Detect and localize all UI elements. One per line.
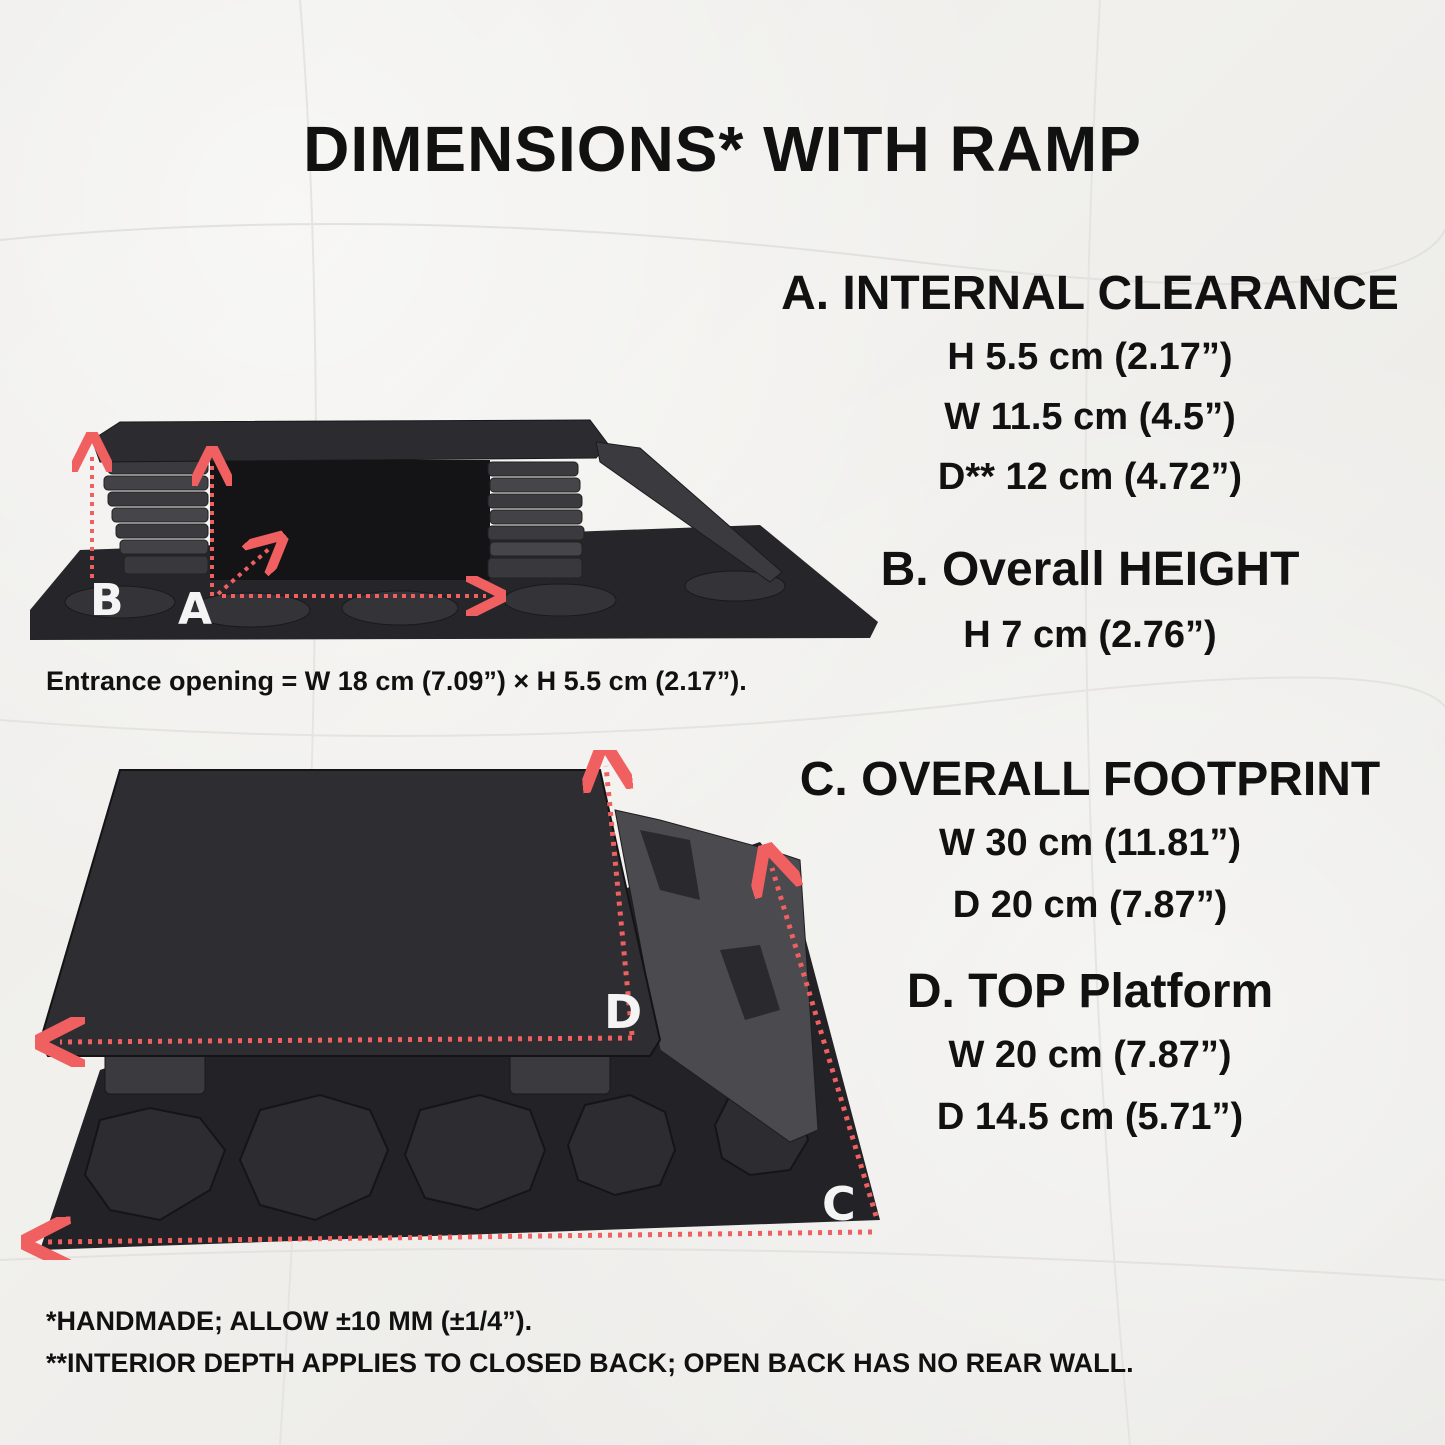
ramp-stone bbox=[720, 945, 780, 1020]
ramp-stone bbox=[640, 830, 700, 900]
perspective-view-illustration: D C bbox=[0, 750, 880, 1260]
label-b: B bbox=[90, 575, 124, 626]
left-pillar bbox=[103, 459, 209, 575]
roof-slab bbox=[91, 419, 609, 463]
section-a-line-2: W 11.5 cm (4.5”) bbox=[944, 396, 1236, 438]
depth-arrow-c bbox=[772, 868, 879, 1217]
label-c: C bbox=[822, 1177, 856, 1231]
section-d-heading: D. TOP Platform bbox=[906, 965, 1274, 1018]
stepping-stone bbox=[684, 570, 786, 602]
stepping-stone bbox=[64, 585, 176, 619]
section-a-line-1: H 5.5 cm (2.17”) bbox=[947, 336, 1233, 378]
label-d: D bbox=[604, 985, 642, 1039]
section-b-heading: B. Overall HEIGHT bbox=[880, 543, 1300, 596]
top-platform bbox=[38, 769, 662, 1057]
footnote-2: **INTERIOR DEPTH APPLIES TO CLOSED BACK;… bbox=[46, 1348, 1134, 1378]
footnote-1: *HANDMADE; ALLOW ±10 MM (±1/4”). bbox=[46, 1306, 533, 1336]
stepping-stone bbox=[341, 590, 459, 626]
section-d-line-1: W 20 cm (7.87”) bbox=[948, 1034, 1232, 1076]
stepping-stone bbox=[503, 583, 617, 617]
depth-arrow-a bbox=[216, 548, 270, 596]
side-view-illustration: B A bbox=[30, 419, 878, 640]
section-a-heading: A. INTERNAL CLEARANCE bbox=[781, 267, 1399, 320]
stepping-stone bbox=[189, 592, 311, 628]
page-title: DIMENSIONS* WITH RAMP bbox=[303, 113, 1142, 185]
section-a-line-3: D** 12 cm (4.72”) bbox=[937, 456, 1243, 498]
section-c-line-1: W 30 cm (11.81”) bbox=[938, 822, 1242, 864]
section-c-heading: C. OVERALL FOOTPRINT bbox=[799, 753, 1381, 806]
right-pillar bbox=[487, 461, 585, 579]
label-a: A bbox=[178, 584, 212, 635]
section-b-line-1: H 7 cm (2.76”) bbox=[963, 614, 1217, 656]
section-d-line-2: D 14.5 cm (5.71”) bbox=[936, 1096, 1244, 1138]
width-arrow-c bbox=[46, 1232, 873, 1242]
section-c-line-2: D 20 cm (7.87”) bbox=[952, 884, 1228, 926]
entrance-note: Entrance opening = W 18 cm (7.09”) × H 5… bbox=[46, 666, 747, 696]
ramp bbox=[595, 441, 783, 583]
stepping-stones bbox=[83, 1086, 810, 1222]
